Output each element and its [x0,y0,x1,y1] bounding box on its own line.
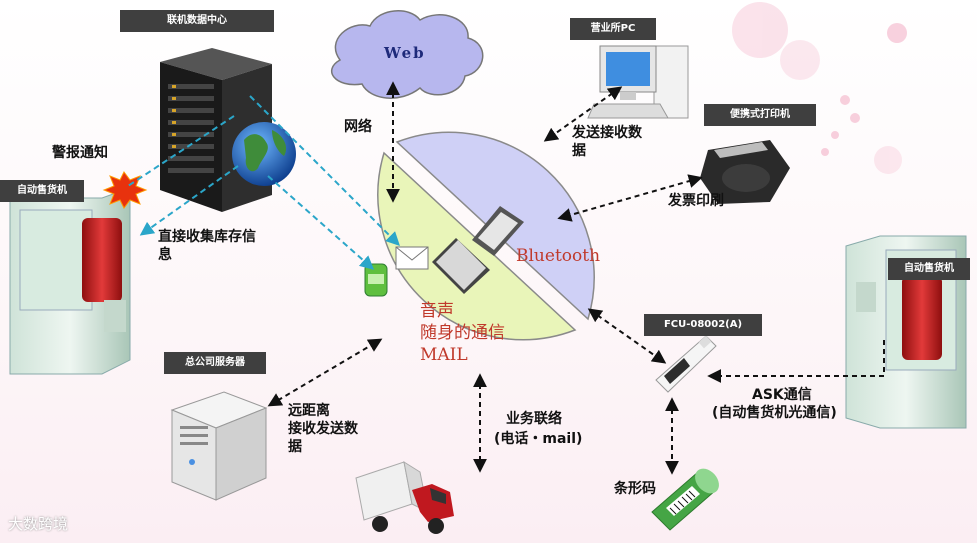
ask-comm-label: ASK通信 [752,387,812,403]
mail-label: MAIL [420,345,468,365]
send-receive-label-2: 据 [572,143,586,159]
mobile-phone-icon [432,206,524,294]
direct-inventory-label-1: 直接收集库存信 [158,229,256,245]
remote-label-2: 接收发送数 [288,421,358,437]
web-label: Web [384,44,426,62]
tag-vending-left: 自动售货机 [0,180,84,202]
arrow-pc-circle [543,86,623,142]
hq-server-icon [170,391,268,501]
circle-green-half [377,151,577,341]
business-label-1: 业务联络 [506,411,562,427]
tag-hq-server: 总公司服务器 [164,352,266,374]
business-label-2: (电话・mail) [494,431,583,447]
pc-icon [587,45,689,119]
remote-label-1: 远距离 [288,403,330,419]
ask-comm-sub-label: (自动售货机光通信) [712,405,837,421]
printer-icon [700,140,790,204]
tag-fcu: FCU-08002(A) [644,314,762,336]
tag-portable-printer: 便携式打印机 [704,104,816,126]
mobile-comm-label: 随身的通信 [420,323,505,343]
barcode-can-icon [651,468,719,531]
web-cloud [330,10,484,99]
alarm-burst-icon [102,171,148,209]
drink-can-icon [364,263,388,297]
globe-icon [232,122,296,186]
arrow-printer-circle [557,174,703,222]
arrow-vending-fcu [707,340,885,383]
connection-arrows [267,81,885,475]
bluetooth-label: Bluetooth [516,246,601,266]
remote-label-3: 据 [288,439,302,455]
tag-vending-right: 自动售货机 [888,258,970,280]
arrow-circle-fcu [587,308,667,364]
envelope-icon [395,246,429,270]
decorative-flowers [732,2,907,174]
direct-inventory-label-2: 息 [158,247,172,263]
send-receive-label-1: 发送接收数 [572,125,642,141]
network-label: 网络 [344,119,372,135]
barcode-label: 条形码 [614,481,656,497]
tag-datacenter: 联机数据中心 [120,10,274,32]
vending-machine-right-icon [845,235,967,429]
arrow-server-circle [267,338,383,407]
invoice-print-label: 发票印刷 [668,193,724,209]
cyan-arrows [127,95,400,270]
watermark: 大数跨境 [8,515,69,533]
voice-label: 音声 [420,301,454,321]
vending-machine-left-icon [9,187,131,375]
fcu-device-icon [655,335,717,393]
truck-icon [355,460,454,534]
alarm-label: 警报通知 [52,145,108,161]
tag-sales-pc: 营业所PC [570,18,656,40]
